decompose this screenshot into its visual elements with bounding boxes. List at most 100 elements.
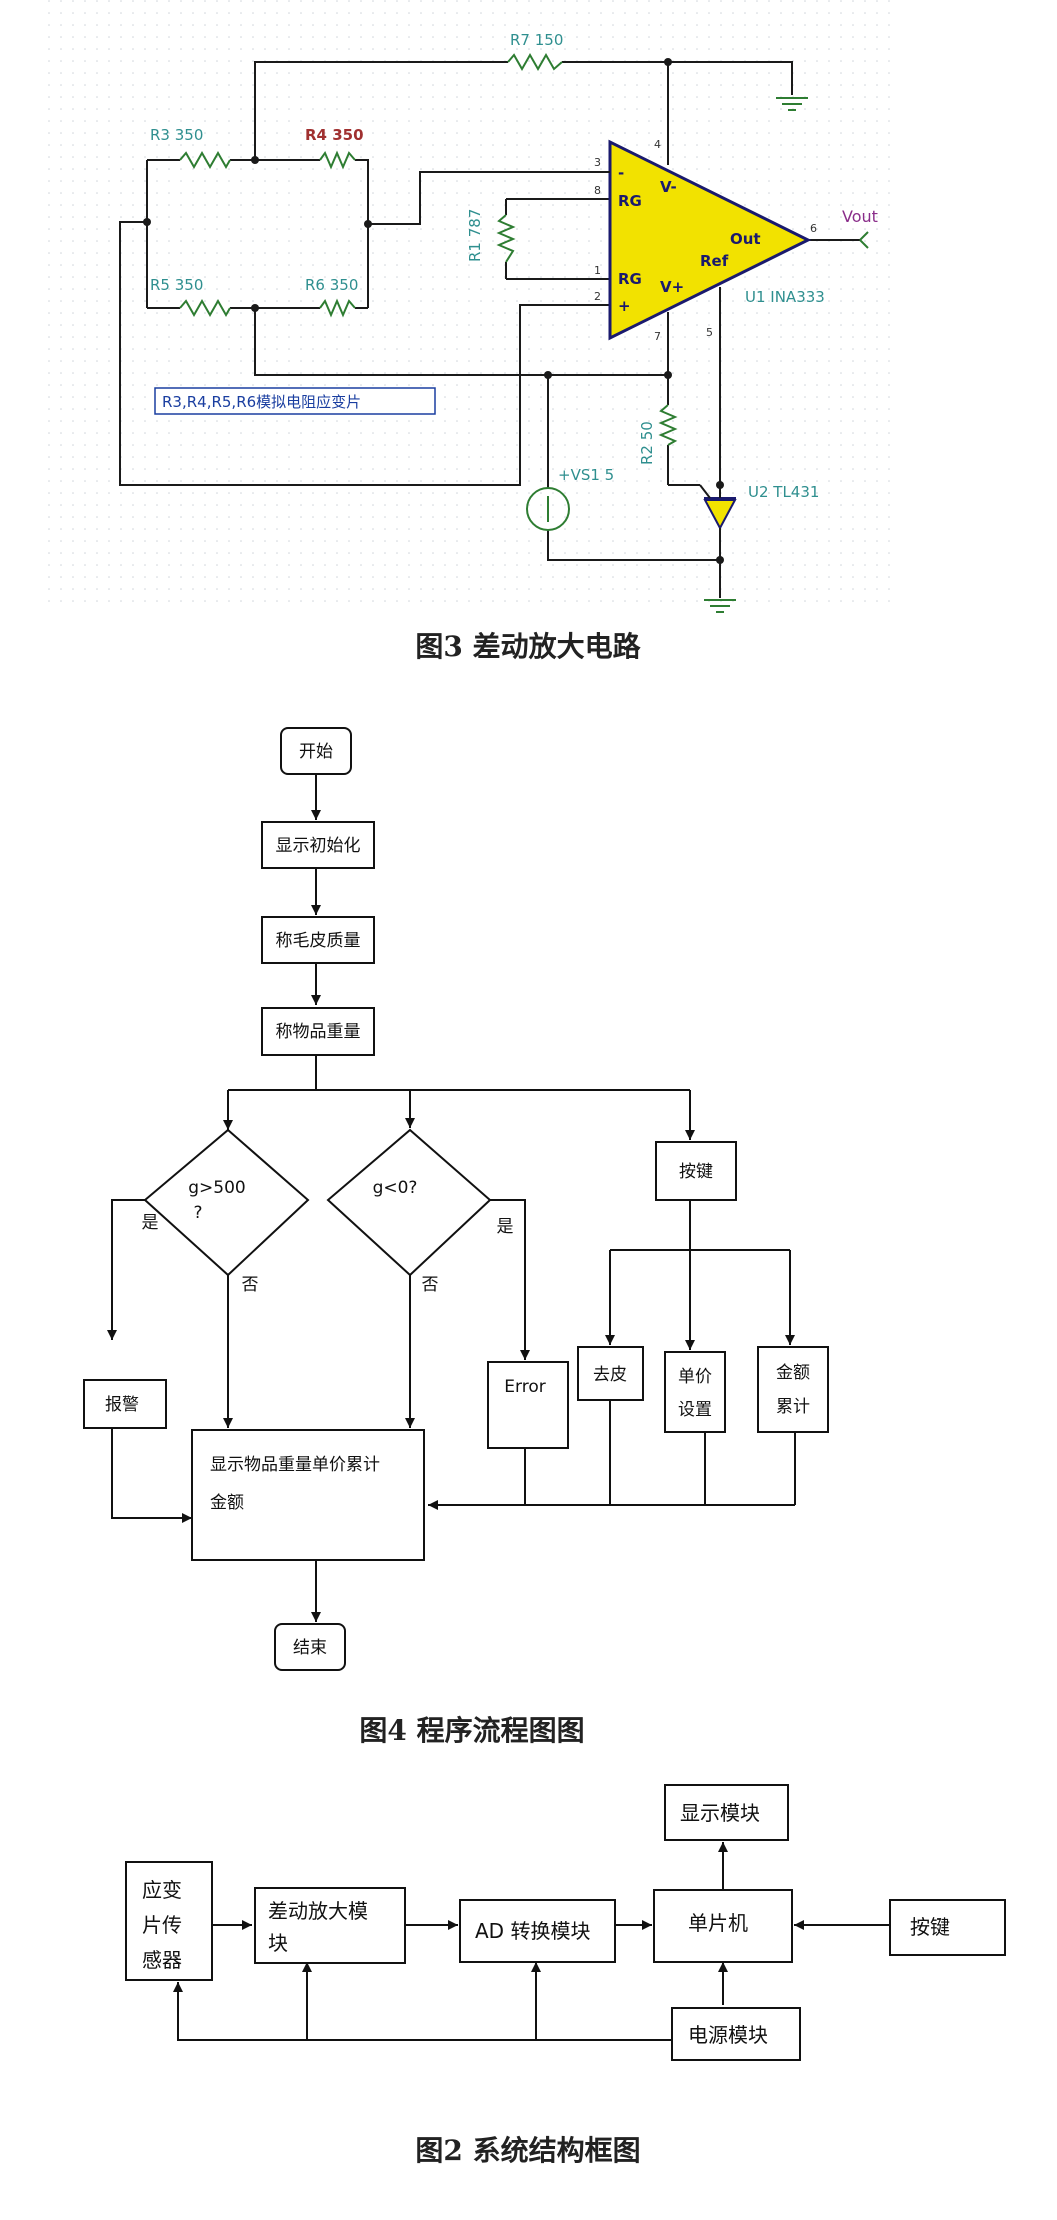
label-r3: R3 350 [150,126,203,144]
label-r4: R4 350 [305,126,364,144]
pin-2: 2 [594,290,601,303]
flow-error-label: Error [504,1377,545,1397]
flow-no1: 否 [242,1275,259,1295]
resistor-symbols [179,52,678,446]
resistor-r4 [319,150,356,170]
pin-6: 6 [810,222,817,235]
label-r2: R2 50 [638,421,656,465]
flow-tare-label: 去皮 [593,1365,627,1385]
flow-cond1-line1: g>500 [188,1178,245,1198]
pin-1: 1 [594,264,601,277]
vout-terminal [859,231,869,249]
flowchart: 开始 显示初始化 称毛皮质量 称物品重量 g>500 ? g<0? 是 否 否 … [83,727,829,1671]
pin-7: 7 [654,330,661,343]
voltage-source [526,487,570,531]
label-r5: R5 350 [150,276,203,294]
flow-yes2: 是 [497,1217,514,1237]
resistor-r6 [319,298,356,318]
flow-tare-weigh-label: 称毛皮质量 [276,931,361,951]
block-amplifier-line1: 差动放大模 [268,1899,368,1923]
flow-tare-weigh-box [261,916,375,964]
block-sensor-line2: 片传 [142,1913,182,1937]
block-sensor-line3: 感器 [142,1948,182,1972]
pin-8: 8 [594,184,601,197]
flow-cond2-label: g<0? [373,1178,418,1198]
flow-amount-line2: 累计 [776,1397,810,1417]
flow-weigh-label: 称物品重量 [276,1022,361,1042]
block-sensor-line1: 应变 [142,1878,182,1902]
ground-symbol-top [776,97,808,111]
resistor-r2 [658,404,678,446]
flow-tare-box [577,1346,644,1401]
label-r1: R1 787 [466,209,484,262]
circuit-wires [119,61,860,598]
figure2-caption: 图2 系统结构框图 [415,2134,640,2167]
strain-gauge-note-box [154,387,436,415]
block-sensor [125,1861,213,1981]
flow-price-box [664,1351,726,1433]
block-power [671,2007,801,2061]
figure3-caption: 图3 差动放大电路 [415,630,641,663]
block-display-label: 显示模块 [680,1801,760,1825]
flow-price-line1: 单价 [678,1367,712,1387]
flow-end [274,1623,346,1671]
flow-keys-box [655,1141,737,1201]
flow-alarm-label: 报警 [105,1395,139,1415]
block-power-label: 电源模块 [688,2023,768,2047]
flow-yes1: 是 [142,1213,159,1233]
flow-keys-label: 按键 [679,1162,713,1182]
flow-start [280,727,352,775]
circuit-diagram: R7 150 R3 350 R4 350 R5 350 R6 350 R1 78… [40,0,900,613]
amp-ref: Ref [700,252,729,270]
block-amplifier-line2: 块 [268,1931,288,1955]
block-adc-label: AD 转换模块 [475,1919,590,1943]
flow-no2: 否 [422,1275,439,1295]
amp-pin-plus: + [618,297,631,315]
flow-weigh-box [261,1007,375,1056]
amp-rg-top: RG [618,192,642,210]
resistor-r5 [179,298,231,318]
flow-decision-negative [326,1128,492,1277]
resistor-r1 [496,214,516,263]
flow-amount-line1: 金额 [776,1363,810,1383]
amp-pin-minus: - [618,164,624,182]
label-regulator: U2 TL431 [748,483,819,501]
circuit-junctions [143,58,724,564]
label-source: +VS1 5 [558,466,614,484]
ground-symbol-bottom [704,599,736,613]
flow-init-label: 显示初始化 [276,836,361,856]
label-r7: R7 150 [510,31,563,49]
block-adc [459,1899,616,1963]
block-diagram: 应变 片传 感器 差动放大模 块 AD 转换模块 单片机 显示模块 按键 电源模… [125,1784,1006,2061]
pin-3: 3 [594,156,601,169]
flow-display-line2: 金额 [210,1493,244,1513]
flow-error-box [487,1361,569,1449]
block-amplifier [254,1887,406,1964]
flow-decision-overload [143,1128,310,1277]
amp-rg-bottom: RG [618,270,642,288]
pin-4: 4 [654,138,661,151]
label-r6: R6 350 [305,276,358,294]
figure4-caption: 图4 程序流程图图 [359,1714,584,1747]
flow-cond1-line2: ? [193,1203,202,1223]
flow-init-box [261,821,375,869]
block-keys [889,1899,1006,1956]
instrumentation-amplifier [608,139,812,341]
block-display [664,1784,789,1841]
strain-gauge-note: R3,R4,R5,R6模拟电阻应变片 [162,393,361,411]
label-part-ina333: U1 INA333 [745,288,825,306]
tl431-regulator [699,484,737,560]
flow-display-box [191,1429,425,1561]
pin-5: 5 [706,326,713,339]
flow-start-label: 开始 [299,742,333,762]
block-mcu [653,1889,793,1963]
amp-out: Out [730,230,761,248]
flow-end-label: 结束 [293,1638,327,1658]
label-vout: Vout [842,207,878,226]
flow-alarm-box [83,1379,167,1429]
resistor-r3 [179,150,231,170]
flow-price-line2: 设置 [678,1400,712,1420]
amp-vminus: V- [660,178,677,196]
block-keys-label: 按键 [910,1915,950,1939]
amp-vplus: V+ [660,278,684,296]
